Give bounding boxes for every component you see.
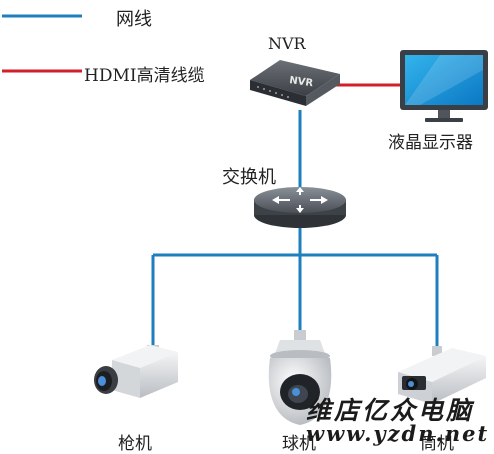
dome-camera-icon [268,330,332,425]
network-cable-legend-label: 网线 [116,9,152,30]
switch-icon [254,187,346,228]
box-camera-label: 筒机 [420,434,454,454]
nvr-icon: NVR [250,60,340,106]
bullet-camera-label: 枪机 [118,434,152,454]
watermark-brand: 维店亿众电脑 [306,396,475,425]
bullet-camera-icon [94,345,178,398]
svg-text:NVR: NVR [289,75,314,89]
hdmi-cable-legend-label: HDMI高清线缆 [84,66,205,86]
nvr-label: NVR [268,34,306,53]
switch-label: 交换机 [222,167,276,188]
dome-camera-label: 球机 [282,434,316,454]
watermark-url: www.yzdn.net [306,421,490,446]
monitor-icon [400,50,488,122]
monitor-label: 液晶显示器 [388,133,473,153]
box-camera-icon [398,346,486,404]
